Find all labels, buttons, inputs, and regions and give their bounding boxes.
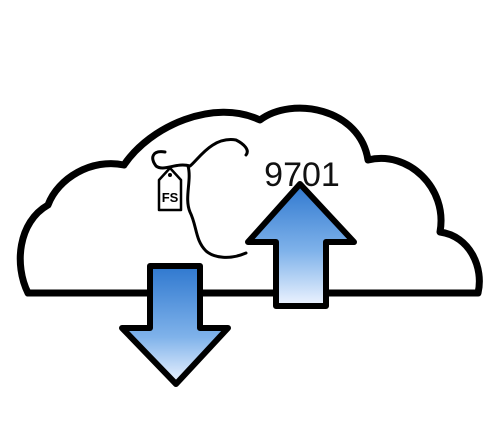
map-outline-icon [151, 138, 249, 259]
price-tag-icon: FS [157, 166, 183, 212]
cloud-icon [16, 104, 483, 297]
download-arrow-icon [119, 263, 231, 387]
upload-arrow-icon [245, 181, 357, 309]
price-tag-text: FS [162, 190, 179, 205]
